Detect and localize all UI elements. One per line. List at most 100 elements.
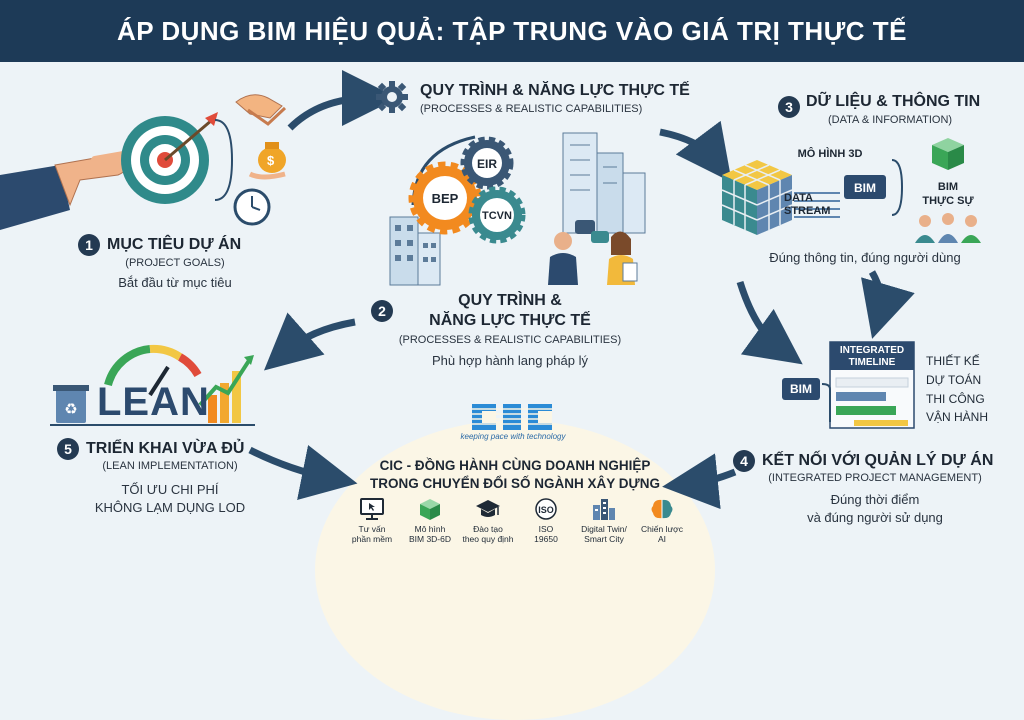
arrow-data-to-timeline	[736, 280, 803, 365]
pm-subtitle: (INTEGRATED PROJECT MANAGEMENT)	[768, 472, 982, 484]
growth-chart-icon	[198, 355, 254, 423]
data-cube-icon	[721, 160, 793, 235]
service-training: Đào tạo theo quy định	[459, 497, 517, 544]
service-label: Đào tạo theo quy định	[462, 524, 514, 544]
bep-gear-icon	[408, 161, 482, 235]
arrow-pm-to-cic	[662, 453, 737, 510]
lean-wordmark: LEAN	[97, 380, 210, 424]
service-ai-strategy: Chiến lược AI	[633, 497, 691, 544]
lean-title: TRIỂN KHAI VỪA ĐỦ	[86, 440, 245, 457]
pm-desc-2: và đúng người sử dụng	[807, 510, 943, 525]
chat-bubble-icon-2	[591, 231, 609, 243]
timeline-row-design: THIẾT KẾ	[926, 354, 980, 368]
timeline-title-1: INTEGRATED	[839, 345, 905, 356]
bep-label: BEP	[432, 191, 459, 206]
arrow-data-to-bim	[861, 270, 915, 339]
service-iso: ISO ISO 19650	[517, 497, 575, 544]
process-illustration: BEP EIR TCVN	[389, 132, 646, 286]
arrow-process-to-data	[659, 120, 732, 183]
timeline-row-operation: VẬN HÀNH	[926, 410, 989, 424]
graduation-cap-icon	[476, 500, 500, 517]
goals-title: MỤC TIÊU DỰ ÁN	[107, 236, 242, 253]
model-3d-label: MÔ HÌNH 3D	[798, 147, 863, 160]
service-label: Chiến lược AI	[641, 524, 683, 544]
gauge-needle	[148, 365, 170, 397]
step-number-3: 3	[778, 96, 800, 118]
cic-logo	[472, 404, 552, 430]
tcvn-label: TCVN	[482, 210, 512, 222]
step-number-1: 1	[78, 234, 100, 256]
timeline-bim-box: BIM	[782, 378, 820, 400]
service-digital-twin: Digital Twin/ Smart City	[575, 497, 633, 544]
buildings-left-icon	[389, 216, 441, 286]
section2-title-1: QUY TRÌNH &	[458, 292, 562, 309]
chat-bubble-icon	[575, 220, 595, 234]
flow-arrows	[248, 70, 915, 510]
timeline-row-estimate: DỰ TOÁN	[926, 373, 982, 387]
project-goals-illustration: $	[0, 94, 287, 230]
lean-desc-1: TỐI ƯU CHI PHÍ	[121, 482, 219, 497]
cube-icon	[420, 499, 440, 520]
arrow-goals-to-process	[287, 70, 398, 131]
data-title: DỮ LIỆU & THÔNG TIN	[806, 93, 981, 110]
monitor-icon	[360, 498, 384, 520]
pm-heading: 4 KẾT NỐI VỚI QUẢN LÝ DỰ ÁN	[733, 450, 993, 472]
svg-text:ISO: ISO	[538, 505, 554, 515]
real-bim-label-1: BIM	[938, 181, 958, 193]
handshake-icon	[235, 94, 287, 126]
timeline-row-construction: THI CÔNG	[926, 392, 985, 406]
goals-subtitle: (PROJECT GOALS)	[125, 257, 225, 269]
data-illustration: DATA STREAM BIM MÔ HÌNH 3D BIM THỰC SỰ	[721, 138, 981, 243]
brain-icon	[651, 499, 673, 519]
target-icon	[121, 112, 218, 204]
bim-label: BIM	[854, 181, 876, 195]
eir-gear-icon	[460, 136, 514, 190]
cic-tagline: keeping pace with technology	[460, 432, 566, 441]
arm-icon	[0, 165, 70, 230]
services-row: Tư vấn phần mềm Mô hình BIM 3D-6D Đào tạ…	[343, 497, 691, 544]
data-stream-label-2: STREAM	[784, 205, 830, 217]
timeline-chart	[821, 341, 915, 429]
page-title: ÁP DỤNG BIM HIỆU QUẢ: TẬP TRUNG VÀO GIÁ …	[0, 0, 1024, 62]
clock-icon	[233, 188, 271, 226]
users-icon	[915, 213, 981, 243]
real-bim-label-2: THỰC SỰ	[922, 195, 974, 207]
iso-icon: ISO	[535, 498, 557, 520]
eir-label: EIR	[477, 157, 497, 171]
step-number-2: 2	[371, 300, 393, 322]
people-meeting-icon	[548, 231, 638, 285]
svg-text:♻: ♻	[64, 400, 77, 418]
data-subtitle: (DATA & INFORMATION)	[828, 114, 953, 126]
section2-desc: Phù hợp hành lang pháp lý	[432, 353, 588, 368]
section2-title-2: NĂNG LỰC THỰC TẾ	[429, 312, 591, 329]
city-icon	[593, 499, 615, 520]
step-number-5: 5	[57, 438, 79, 460]
step-number-4: 4	[733, 450, 755, 472]
service-label: ISO 19650	[534, 524, 558, 544]
section2-subtitle: (PROCESSES & REALISTIC CAPABILITIES)	[398, 334, 622, 346]
goals-desc: Bắt đầu từ mục tiêu	[118, 275, 232, 290]
service-software-consulting: Tư vấn phần mềm	[343, 497, 401, 544]
tcvn-gear-icon	[468, 186, 526, 244]
service-label: Digital Twin/ Smart City	[581, 524, 627, 544]
process-title: QUY TRÌNH & NĂNG LỰC THỰC TẾ	[420, 82, 690, 99]
process-subtitle: (PROCESSES & REALISTIC CAPABILITIES)	[420, 103, 643, 115]
green-cube-icon	[932, 138, 964, 170]
money-bag-icon: $	[248, 142, 286, 180]
service-bim-model: Mô hình BIM 3D-6D	[401, 497, 459, 544]
arrow-process-to-lean	[263, 312, 356, 371]
data-stream-label-1: DATA	[784, 192, 813, 204]
lean-illustration: ♻	[50, 344, 255, 426]
cic-title-2: TRONG CHUYỂN ĐỔI SỐ NGÀNH XÂY DỰNG	[370, 476, 660, 491]
lean-subtitle: (LEAN IMPLEMENTATION)	[102, 460, 238, 472]
service-label: Tư vấn phần mềm	[351, 524, 393, 544]
pm-desc-1: Đúng thời điểm	[830, 492, 920, 507]
arrow-lean-to-cic	[248, 445, 358, 500]
bim-box	[844, 175, 886, 199]
service-label: Mô hình BIM 3D-6D	[408, 524, 452, 544]
lean-desc-2: KHÔNG LẠM DỤNG LOD	[94, 500, 246, 515]
pm-title: KẾT NỐI VỚI QUẢN LÝ DỰ ÁN	[762, 452, 994, 469]
timeline-title-2: TIMELINE	[848, 357, 896, 368]
data-desc: Đúng thông tin, đúng người dùng	[769, 250, 961, 265]
goals-heading: 1 MỤC TIÊU DỰ ÁN	[78, 234, 241, 256]
